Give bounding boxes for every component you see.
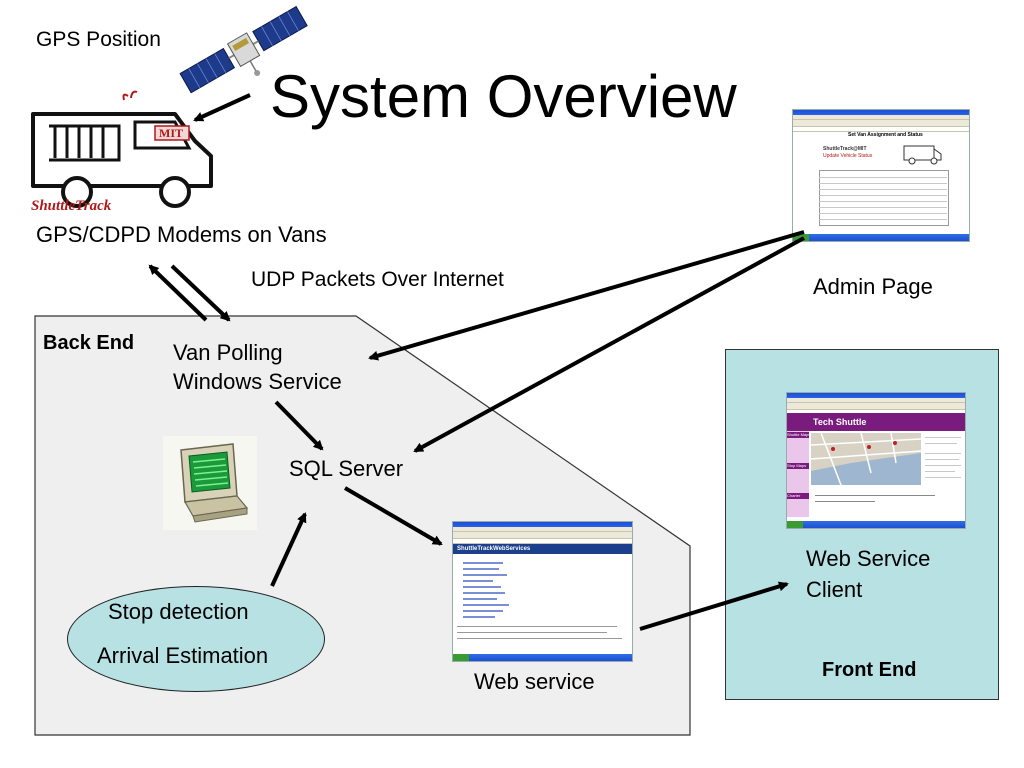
client-sidebar [787, 431, 809, 517]
ws-heading: ShuttleTrackWebServices [457, 546, 531, 552]
web-service-client-label-line2: Client [806, 577, 863, 602]
web-service-label: Web service [474, 669, 595, 694]
web-service-client-screenshot: Tech Shuttle Shuttle Maps Stop Maps Char… [786, 392, 966, 529]
modems-label: GPS/CDPD Modems on Vans [36, 222, 327, 247]
van-polling-label-line1: Van Polling [173, 340, 283, 365]
page-title: System Overview [270, 63, 737, 130]
web-service-client-label-line1: Web Service [806, 546, 931, 571]
stop-detection-ellipse [67, 586, 325, 692]
van-polling-label-line2: Windows Service [173, 369, 342, 394]
admin-brand: ShuttleTrack@MIT [823, 146, 867, 152]
front-end-label: Front End [822, 659, 917, 681]
client-sidebar-b: Stop Maps [787, 463, 809, 469]
admin-truck-icon [903, 145, 942, 165]
admin-subtitle: Update Vehicle Status [823, 153, 873, 159]
admin-table [819, 170, 949, 226]
admin-heading: Set Van Assignment and Status [848, 132, 923, 138]
sql-server-label: SQL Server [289, 456, 404, 481]
client-sidebar-c: Charter [787, 493, 809, 499]
satellite-icon [179, 5, 308, 94]
client-heading: Tech Shuttle [813, 417, 867, 427]
arrival-estimation-label: Arrival Estimation [97, 643, 269, 668]
web-service-screenshot: ShuttleTrackWebServices [452, 521, 633, 662]
stop-detection-label: Stop detection [108, 599, 249, 624]
truck-badge-text: MIT [159, 126, 183, 140]
shuttle-truck-icon: MIT ShuttleTrack [31, 90, 213, 214]
client-map [811, 433, 921, 485]
admin-page-screenshot: Set Van Assignment and Status ShuttleTra… [792, 109, 970, 242]
client-sidebar-a: Shuttle Maps [787, 432, 811, 438]
admin-page-label: Admin Page [813, 274, 933, 299]
udp-label: UDP Packets Over Internet [251, 268, 504, 291]
truck-brand-text: ShuttleTrack [31, 198, 112, 214]
gps-position-label: GPS Position [36, 28, 161, 51]
computer-icon [163, 436, 257, 530]
back-end-label: Back End [43, 332, 135, 354]
